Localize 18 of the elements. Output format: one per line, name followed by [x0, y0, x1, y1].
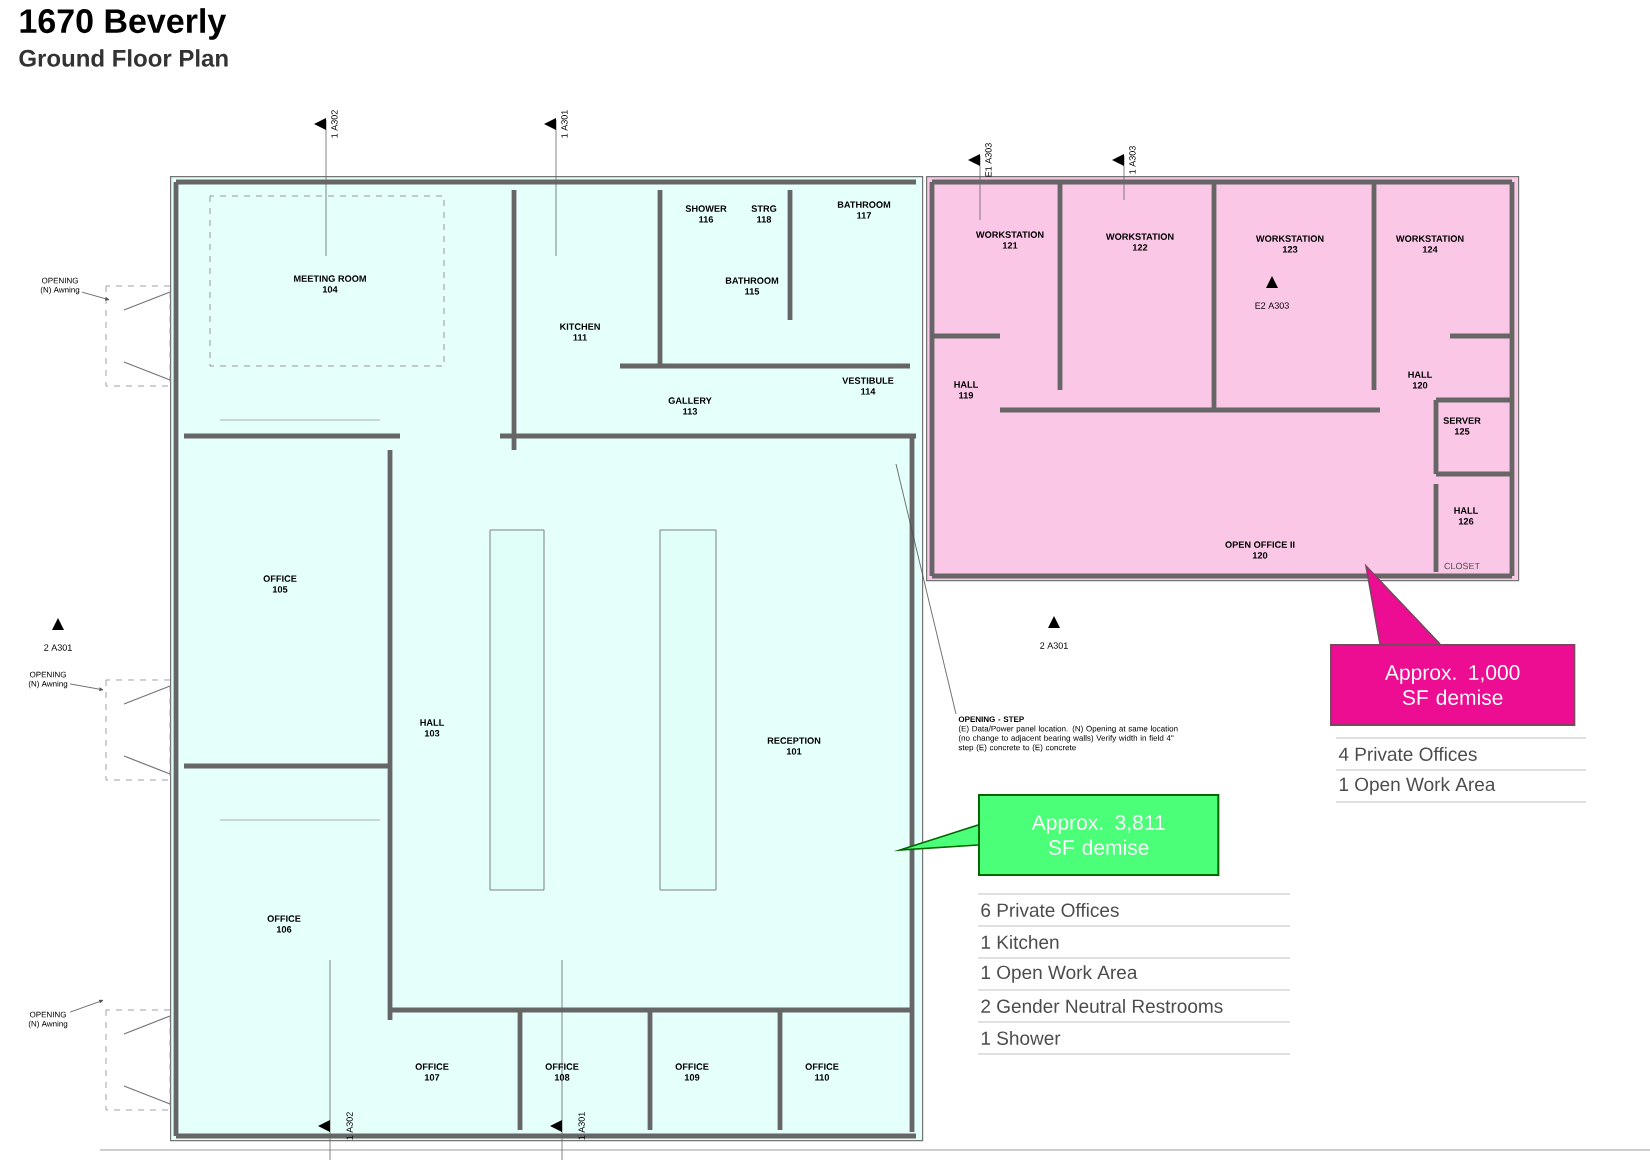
leader-line	[895, 463, 957, 715]
callout-pointer	[1364, 563, 1441, 645]
list-item: 1 Kitchen	[981, 935, 1059, 949]
list-item: 2 Gender Neutral Restrooms	[981, 999, 1223, 1013]
floor-area	[926, 176, 1520, 582]
leader-line	[81, 291, 110, 301]
floor-area	[170, 176, 924, 1142]
subtitle: Ground Floor Plan	[19, 49, 228, 67]
callout-pointer	[893, 824, 979, 852]
callout-box: Approx. 3,811 SF demise	[978, 794, 1220, 876]
list-item: 1 Open Work Area	[1339, 777, 1496, 795]
list-item: 6 Private Offices	[981, 903, 1119, 917]
title: 1670 Beverly	[20, 8, 227, 40]
list-item: 1 Shower	[981, 1031, 1061, 1045]
list-item: 4 Private Offices	[1338, 747, 1477, 761]
leader-line	[69, 999, 104, 1013]
list-item: 1 Open Work Area	[981, 965, 1138, 983]
leader-line	[69, 683, 104, 691]
